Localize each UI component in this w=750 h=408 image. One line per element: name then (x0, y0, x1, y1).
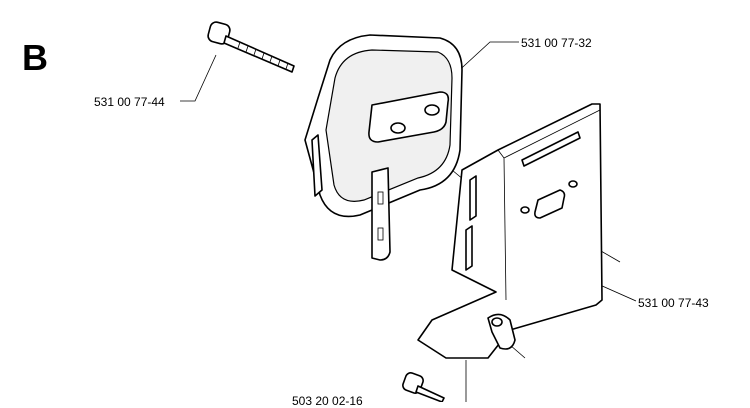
heat-shield-plate-part (417, 103, 603, 359)
leader-line-alignment-3 (509, 344, 526, 359)
bracket-part (371, 167, 391, 261)
part-label-short-screw: 503 20 02-16 (292, 394, 363, 408)
short-screw-part (402, 372, 445, 402)
section-letter: B (22, 37, 48, 78)
part-label-heat-shield: 531 00 77-43 (638, 296, 709, 310)
muffler-part (304, 34, 463, 218)
leader-line-long-screw (180, 54, 217, 102)
long-screw-part (207, 21, 295, 73)
part-label-long-screw: 531 00 77-44 (94, 95, 165, 109)
part-label-muffler: 531 00 77-32 (521, 36, 592, 50)
